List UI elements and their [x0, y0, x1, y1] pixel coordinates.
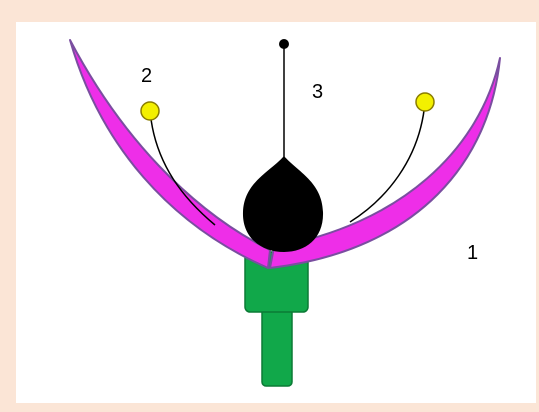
petal-left	[70, 40, 270, 268]
pistil-stigma	[279, 39, 289, 49]
anther-right	[416, 93, 434, 111]
stem	[262, 300, 292, 386]
label-petal: 1	[467, 242, 478, 264]
pistil-ovary	[243, 156, 323, 252]
anther-left	[141, 102, 159, 120]
label-pistil: 3	[312, 81, 323, 103]
label-stamen: 2	[141, 65, 152, 87]
